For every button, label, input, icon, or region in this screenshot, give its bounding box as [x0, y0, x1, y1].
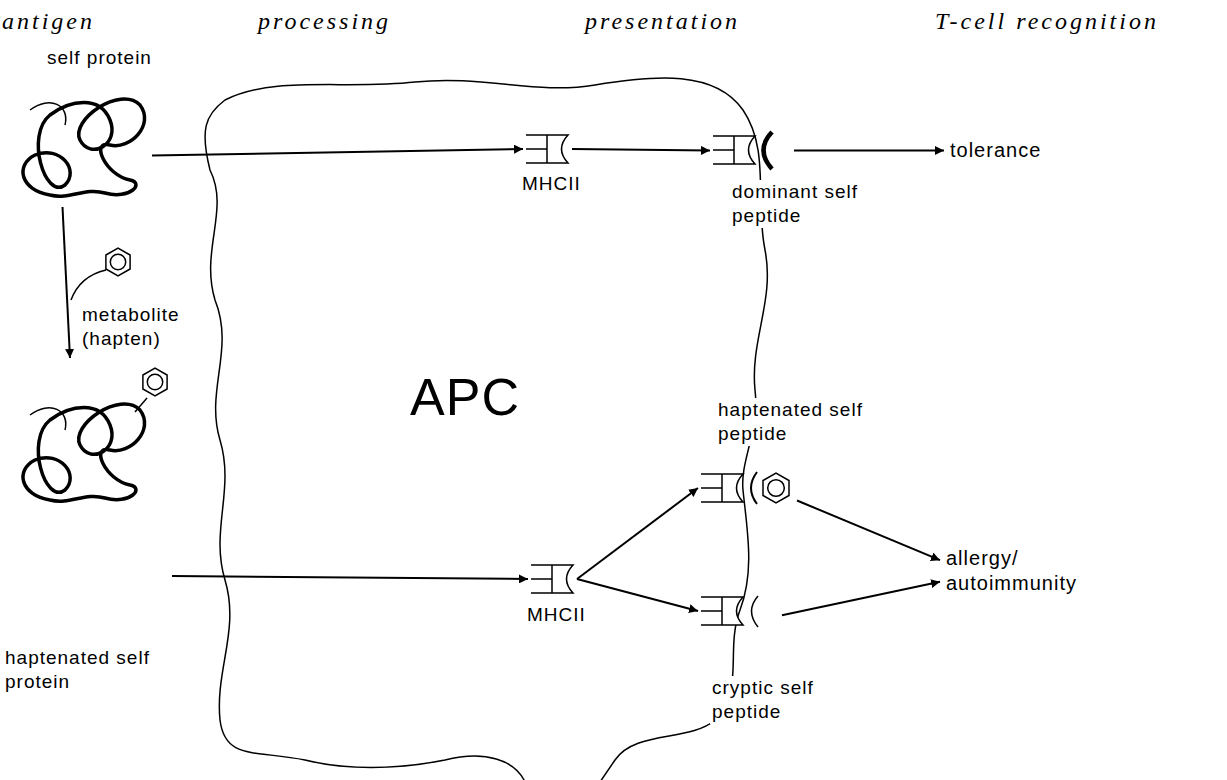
- column-heading: presentation: [585, 8, 740, 35]
- arrow-connector: [577, 579, 698, 611]
- hapten-joining-curve: [71, 270, 106, 300]
- haptenated-protein-shape: [5, 360, 170, 600]
- node-label: self protein: [45, 46, 154, 70]
- arrow-connector: [572, 149, 710, 151]
- peptide-mhc-complex: cryptic self peptide: [700, 590, 780, 632]
- apc-cell: APC MHCII MHCII: [195, 70, 780, 780]
- hapten-ring-shape: [102, 246, 134, 278]
- column-heading: T-cell recognition: [935, 8, 1159, 35]
- node-label: MHCII: [525, 603, 588, 627]
- haptenated-protein: haptenated self protein: [5, 360, 170, 600]
- mhc-class-ii-shape: [530, 563, 575, 595]
- outcome-text: tolerance: [946, 136, 1045, 165]
- peptide-mhc-complex: dominant self peptide: [712, 128, 792, 173]
- node-label: haptenated self peptide: [716, 398, 865, 446]
- arrow-connector: [797, 501, 940, 561]
- mhc-class-ii: MHCII: [525, 133, 570, 165]
- column-heading: processing: [258, 8, 391, 35]
- mhc-class-ii: MHCII: [530, 563, 575, 595]
- arrow-connector: [577, 488, 698, 579]
- self-protein: self protein: [10, 75, 150, 205]
- peptide-mhc-complex: haptenated self peptide: [700, 463, 795, 513]
- node-label: dominant self peptide: [730, 180, 879, 228]
- node-label: metabolite (hapten): [80, 303, 199, 351]
- hapten-ring: metabolite (hapten): [102, 246, 134, 278]
- node-label: APC: [388, 365, 542, 430]
- outcome-label: tolerance: [950, 138, 1041, 163]
- node-label: cryptic self peptide: [710, 676, 839, 724]
- node-label: haptenated self protein: [3, 646, 157, 694]
- node-label: MHCII: [520, 172, 583, 196]
- arrow-connector: [172, 576, 528, 579]
- column-heading: antigen: [2, 8, 95, 35]
- outcome-text: allergy/ autoimmunity: [942, 544, 1092, 598]
- arrow-connector: [63, 207, 71, 358]
- arrow-connector: [782, 582, 940, 615]
- peptide-mhc-complex-shape: [700, 590, 780, 632]
- outcome-label: allergy/ autoimmunity: [946, 546, 1088, 596]
- arrow-connector: [794, 150, 944, 152]
- self-protein-shape: [10, 75, 150, 205]
- peptide-mhc-complex-shape: [700, 463, 795, 513]
- mhc-class-ii-shape: [525, 133, 570, 165]
- peptide-mhc-complex-shape: [712, 128, 792, 173]
- arrow-connector: [152, 149, 523, 156]
